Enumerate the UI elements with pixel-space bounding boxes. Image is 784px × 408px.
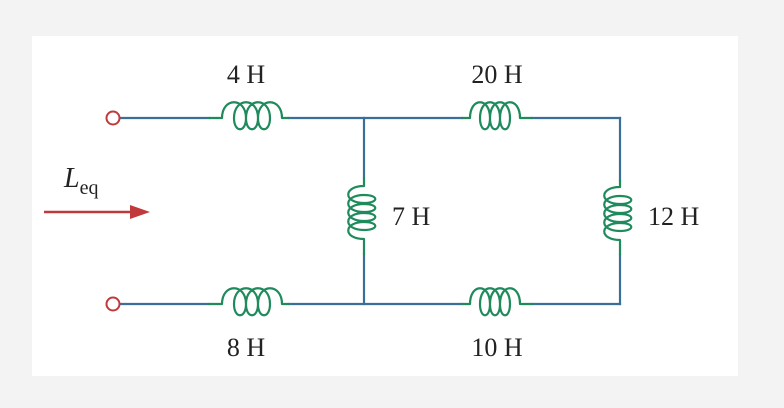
- label-bottom-right-inductance: 10 H: [471, 333, 523, 362]
- input-arrow: [44, 205, 150, 219]
- diagram-panel: [32, 36, 738, 376]
- inductor-top-left-coil: [207, 101, 291, 131]
- arrow-head-icon: [130, 205, 150, 219]
- label-middle-inductance: 7 H: [392, 202, 431, 231]
- wires: [118, 116, 622, 306]
- label-bottom-left-inductance: 8 H: [227, 333, 266, 362]
- inductor-bottom-left-coil: [207, 287, 291, 317]
- label-equivalent-inductance: Leq: [63, 163, 98, 199]
- label-top-right-inductance: 20 H: [471, 60, 523, 89]
- leq-symbol: L: [63, 163, 80, 194]
- inductor-right-coil: [603, 178, 633, 257]
- inductor-bottom-right-coil: [460, 287, 534, 317]
- inductor-top-right-coil: [460, 101, 534, 131]
- inductor-middle-coil: [347, 176, 377, 256]
- terminal-top: [105, 110, 121, 126]
- label-right-inductance: 12 H: [648, 202, 700, 231]
- label-top-left-inductance: 4 H: [227, 60, 266, 89]
- terminal-bottom: [105, 296, 121, 312]
- leq-subscript: eq: [80, 177, 99, 199]
